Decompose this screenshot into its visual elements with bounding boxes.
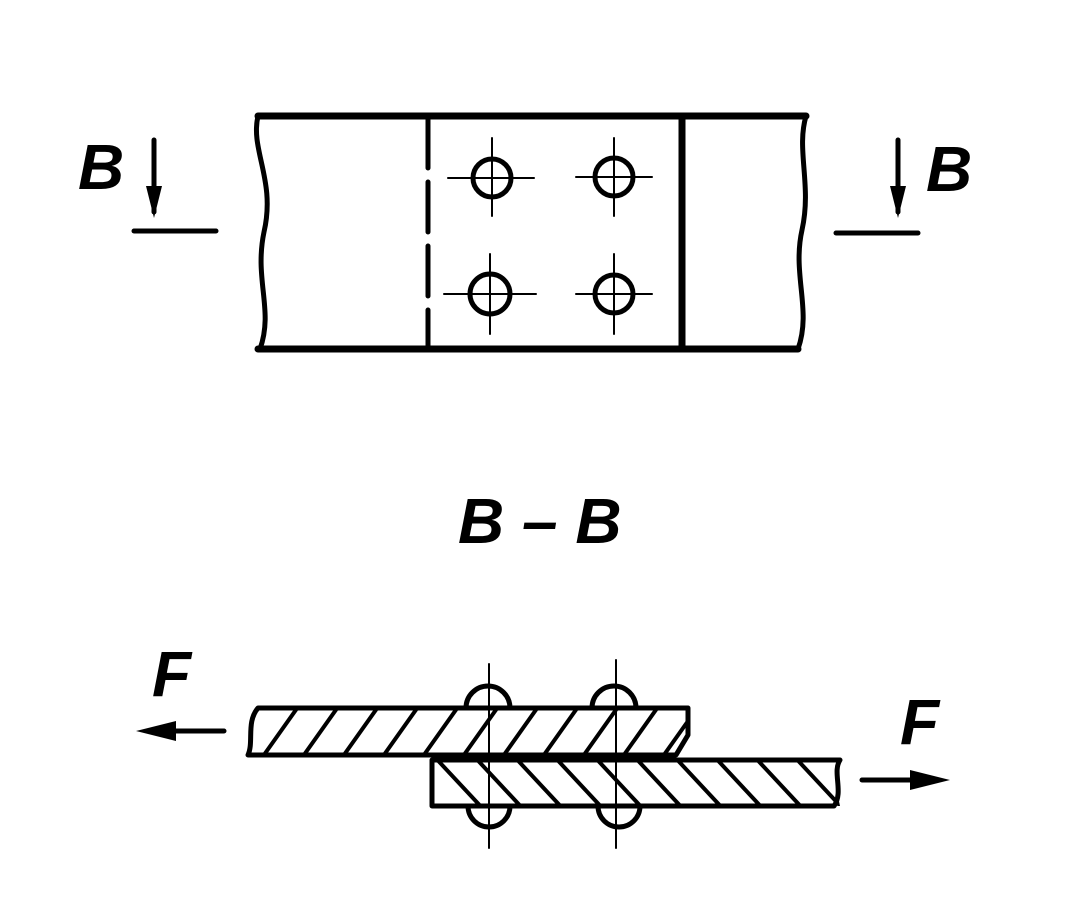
section-letter: B (926, 133, 972, 205)
rivet-section (463, 663, 513, 849)
lower-plate (429, 757, 843, 809)
section-view: F F (136, 638, 950, 849)
rivet (443, 253, 537, 335)
section-marker-right: B (833, 133, 972, 236)
force-arrow-left: F (136, 638, 227, 741)
arrow-head (146, 186, 162, 218)
arrow-head (136, 721, 176, 741)
upper-plate (245, 705, 691, 758)
rivet (575, 253, 653, 335)
plan-right-break-line (795, 113, 809, 352)
rivet-section (589, 659, 643, 849)
plan-view (254, 112, 810, 353)
force-label: F (900, 686, 941, 758)
force-arrow-right: F (859, 686, 950, 790)
rivet (447, 137, 535, 217)
arrow-head (910, 770, 950, 790)
arrow-head (890, 186, 906, 218)
section-title: B – B (458, 485, 622, 557)
plan-left-break-line (254, 113, 270, 352)
force-label: F (152, 638, 193, 710)
section-letter: B (78, 131, 124, 203)
section-marker-left: B (78, 131, 219, 234)
rivet (575, 137, 653, 217)
